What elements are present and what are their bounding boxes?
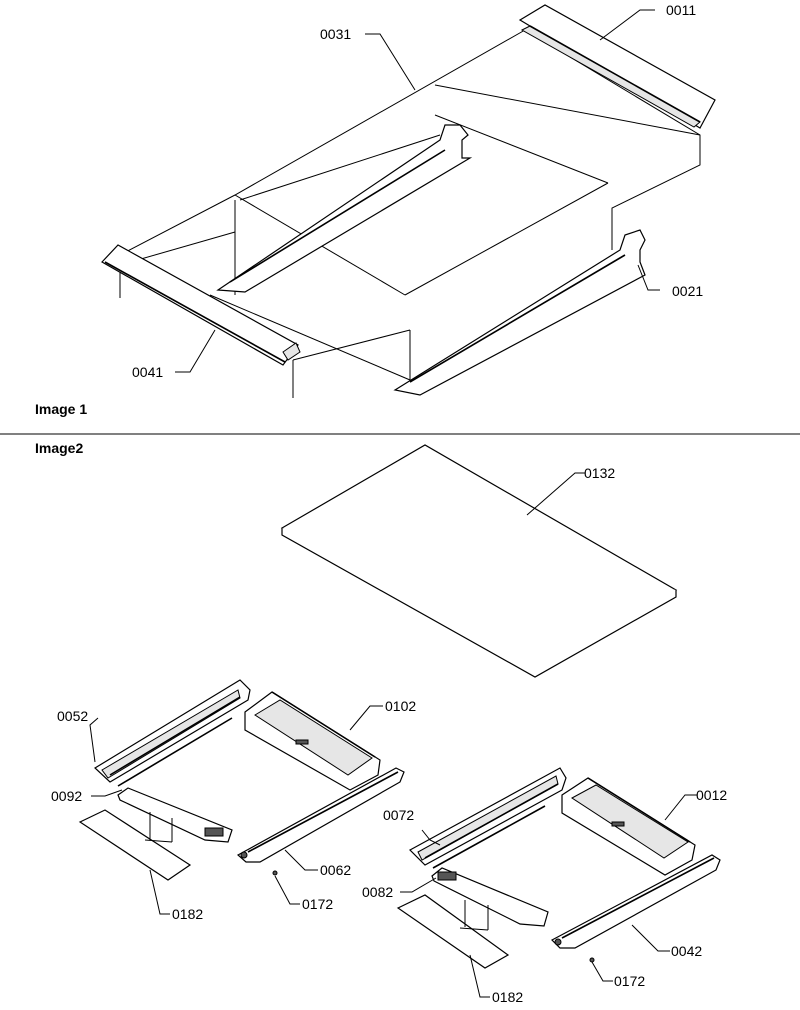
- label-0172-left: 0172: [302, 896, 333, 912]
- leader-0012: [664, 794, 697, 821]
- image1-title: Image 1: [35, 401, 87, 417]
- leader-0182b: [469, 954, 490, 998]
- leader-0182a: [149, 869, 170, 915]
- label-0172-right: 0172: [614, 973, 645, 989]
- label-0182-right: 0182: [492, 989, 523, 1005]
- leader-0172b: [591, 961, 613, 982]
- label-0012: 0012: [696, 787, 727, 803]
- leader-0172a: [274, 875, 300, 905]
- label-0082: 0082: [362, 884, 393, 900]
- image2-title: Image2: [35, 440, 83, 456]
- shelf-panel: [119, 29, 701, 398]
- label-0072: 0072: [383, 807, 414, 823]
- glass-shelf: [280, 444, 678, 678]
- label-0102: 0102: [385, 698, 416, 714]
- leader-0011: [599, 9, 655, 41]
- leader-0132: [526, 472, 585, 516]
- label-0011: 0011: [666, 2, 696, 18]
- leader-0072: [421, 829, 441, 846]
- leader-0102: [349, 705, 383, 731]
- left-slide-assembly: [78, 679, 405, 881]
- label-0031: 0031: [320, 26, 351, 42]
- left-side-rail: [216, 124, 473, 293]
- leader-0021: [637, 264, 660, 291]
- leader-0082: [400, 877, 437, 893]
- leader-0052: [89, 717, 99, 763]
- image1-assembly: 0011 0031 0021 0041: [101, 2, 716, 398]
- leader-0042: [631, 924, 670, 952]
- label-0062: 0062: [320, 862, 351, 878]
- leader-0062: [284, 849, 318, 871]
- label-0092: 0092: [51, 788, 82, 804]
- leader-0092: [91, 789, 123, 797]
- front-trim-rail: [101, 244, 301, 366]
- label-0052: 0052: [57, 708, 88, 724]
- label-0132: 0132: [584, 465, 615, 481]
- right-side-rail: [393, 229, 646, 396]
- label-0182-left: 0182: [172, 906, 203, 922]
- label-0041: 0041: [132, 364, 163, 380]
- right-slide-assembly: [396, 767, 721, 969]
- label-0042: 0042: [671, 943, 702, 959]
- leader-0041: [175, 329, 216, 373]
- back-trim-rail: [518, 4, 716, 129]
- leader-0031: [365, 33, 416, 91]
- label-0021: 0021: [672, 283, 703, 299]
